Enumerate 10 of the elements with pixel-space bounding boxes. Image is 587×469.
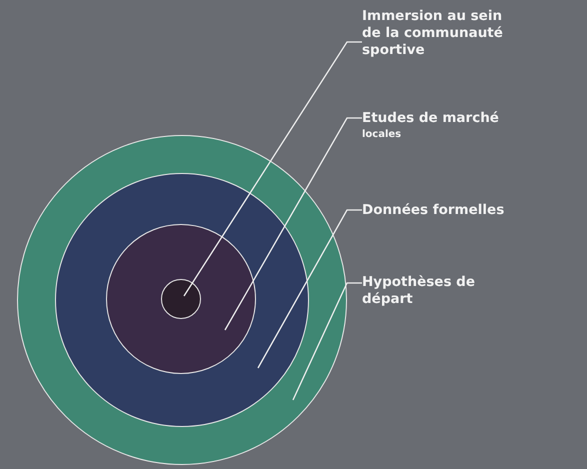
label-text: Données formelles	[362, 202, 506, 219]
leader-line	[183, 41, 362, 296]
leader-line	[257, 209, 362, 368]
label-text: Immersion au sein de la communauté sportive	[362, 8, 504, 59]
label-text: Hypothèses de départ	[362, 274, 476, 308]
center-circle	[160, 278, 200, 318]
label-text: Etudes de marché	[362, 110, 500, 127]
leader-line	[292, 282, 362, 400]
label-subtext: locales	[362, 128, 402, 142]
leader-line	[224, 117, 362, 330]
